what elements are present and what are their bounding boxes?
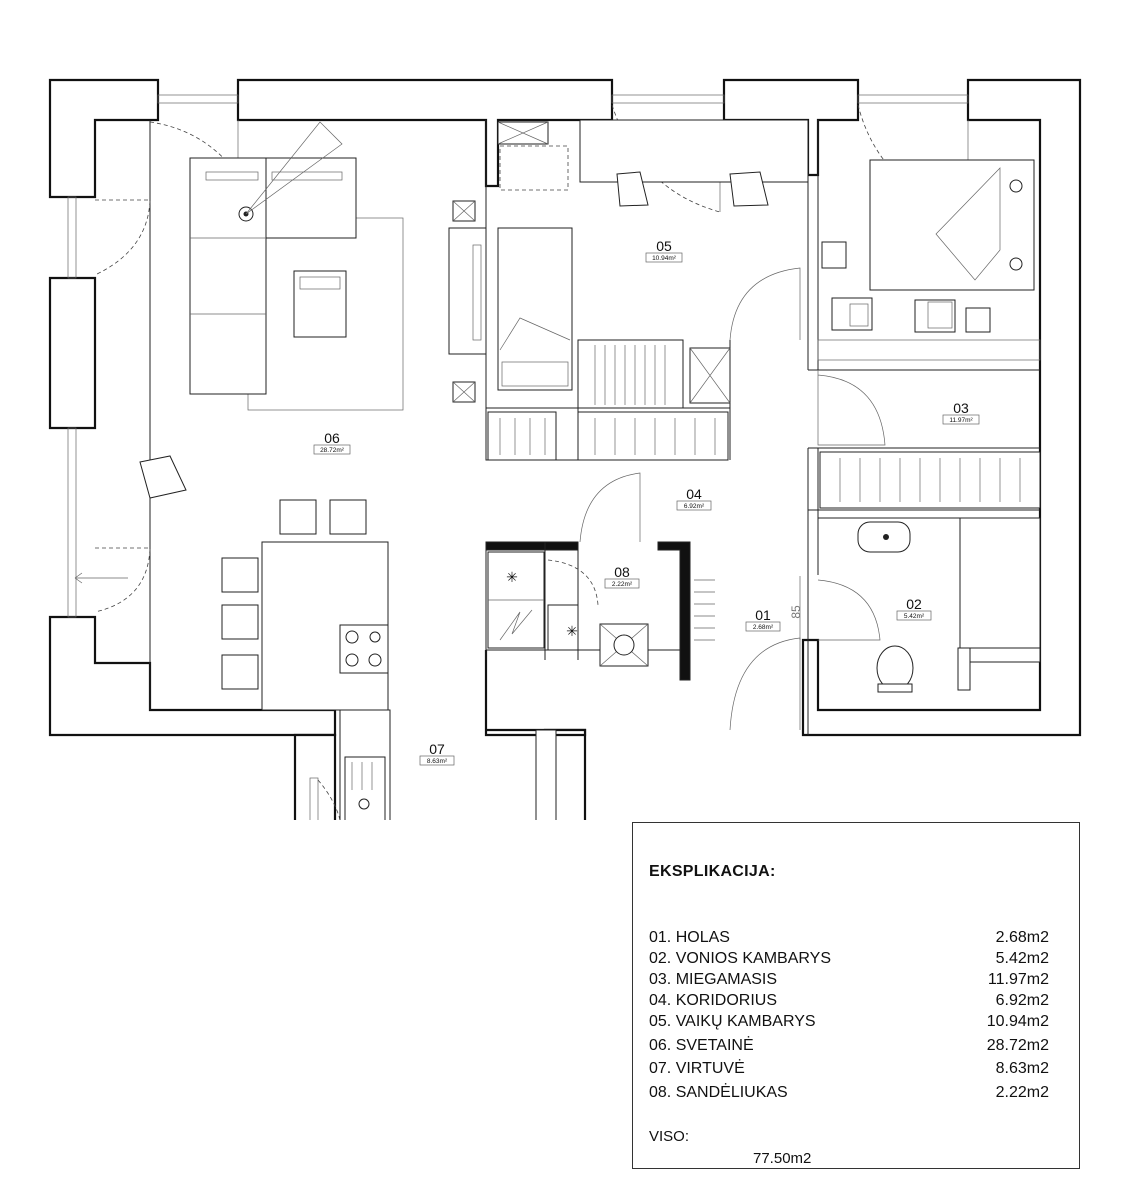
total-value: 77.50m2 [753, 1150, 812, 1167]
legend-row: 08. SANDĖLIUKAS 2.22m2 [649, 1084, 1049, 1104]
explication-legend: EKSPLIKACIJA: 01. HOLAS 2.68m2 02. VONIO… [632, 822, 1080, 1169]
legend-room-name: 02. VONIOS KAMBARYS [649, 950, 831, 967]
legend-room-name: 05. VAIKŲ KAMBARYS [649, 1013, 816, 1030]
legend-title: EKSPLIKACIJA: [649, 863, 776, 880]
room-area: 6.92m² [684, 503, 705, 510]
legend-row: 03. MIEGAMASIS 11.97m2 [649, 971, 1049, 991]
bathroom-furniture [857, 517, 1041, 693]
room-number: 03 [953, 400, 969, 416]
legend-room-area: 11.97m2 [987, 971, 1049, 988]
floor-plan: ✳ ✳ 85 01 2.68m² 02 5.42m² 03 11.97m² 04… [48, 78, 1082, 820]
legend-room-area: 8.63m2 [995, 1060, 1049, 1077]
storage-furniture [487, 551, 715, 667]
room-number: 01 [755, 607, 771, 623]
room-area: 8.63m² [427, 758, 448, 765]
windows [67, 94, 969, 820]
room-number: 08 [614, 564, 630, 580]
room-number: 02 [906, 596, 922, 612]
legend-room-area: 5.42m2 [995, 950, 1049, 967]
bedroom-furniture [817, 159, 1041, 509]
room-area: 2.22m² [612, 581, 633, 588]
room-area: 28.72m² [320, 447, 345, 454]
legend-room-area: 2.22m2 [995, 1084, 1049, 1101]
room-area: 5.42m² [904, 613, 925, 620]
room-number: 05 [656, 238, 672, 254]
room-label-05: 05 10.94m² [645, 238, 683, 263]
room-area: 11.97m² [949, 417, 973, 424]
legend-room-area: 10.94m2 [986, 1013, 1049, 1030]
room-label-03: 03 11.97m² [942, 400, 980, 425]
room-label-08: 08 2.22m² [604, 564, 640, 589]
legend-row: 06. SVETAINĖ 28.72m2 [649, 1037, 1049, 1057]
legend-row: 05. VAIKŲ KAMBARYS 10.94m2 [649, 1013, 1049, 1033]
legend-room-area: 2.68m2 [995, 929, 1049, 946]
room-label-06: 06 28.72m² [313, 430, 351, 455]
room-area: 2.68m² [753, 624, 774, 631]
legend-row: 02. VONIOS KAMBARYS 5.42m2 [649, 950, 1049, 970]
legend-room-area: 6.92m2 [995, 992, 1049, 1009]
legend-row: 01. HOLAS 2.68m2 [649, 929, 1049, 949]
room-number: 04 [686, 486, 702, 502]
legend-row: 04. KORIDORIUS 6.92m2 [649, 992, 1049, 1012]
room-number: 07 [429, 741, 445, 757]
snowflake-icon: ✳ [566, 623, 578, 639]
room-label-07: 07 8.63m² [419, 741, 455, 766]
dimension-label: 85 [789, 605, 803, 619]
legend-room-name: 01. HOLAS [649, 929, 730, 946]
legend-room-name: 03. MIEGAMASIS [649, 971, 778, 988]
total-label: VISO: [649, 1128, 690, 1145]
legend-room-area: 28.72m2 [986, 1037, 1049, 1054]
legend-row: 07. VIRTUVĖ 8.63m2 [649, 1060, 1049, 1080]
dimension: 85 [789, 576, 803, 640]
snowflake-icon: ✳ [506, 569, 518, 585]
room-number: 06 [324, 430, 340, 446]
legend-room-name: 04. KORIDORIUS [649, 992, 778, 1009]
living-room-furniture [139, 121, 557, 820]
room-label-02: 02 5.42m² [896, 596, 932, 621]
legend-room-name: 08. SANDĖLIUKAS [649, 1084, 788, 1101]
room-area: 10.94m² [652, 255, 677, 262]
room-label-01: 01 2.68m² [745, 607, 781, 632]
kids-room-furniture [487, 119, 809, 461]
legend-room-name: 07. VIRTUVĖ [649, 1060, 745, 1077]
symbols: ✳ ✳ [506, 569, 578, 639]
room-label-04: 04 6.92m² [676, 486, 712, 511]
legend-room-name: 06. SVETAINĖ [649, 1037, 754, 1054]
room-labels: 01 2.68m² 02 5.42m² 03 11.97m² 04 6.92m²… [313, 238, 980, 766]
